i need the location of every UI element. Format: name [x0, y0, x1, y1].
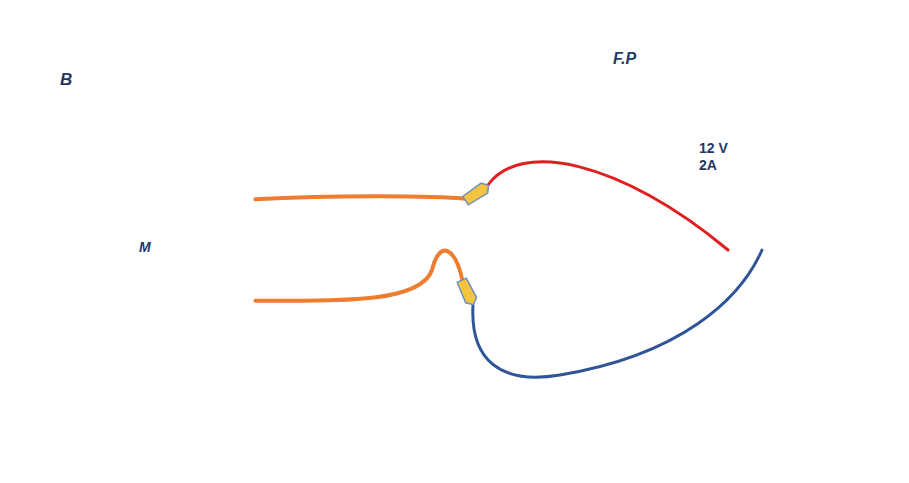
coil-lead [255, 196, 468, 199]
plug-body [462, 180, 492, 205]
red-terminal [721, 243, 735, 257]
part-label: B [60, 70, 72, 90]
coil-lead [255, 251, 463, 301]
power-supply: F.P 12 V 2A [583, 36, 863, 294]
blue-terminal [755, 243, 769, 257]
part-label: F.P [613, 50, 636, 68]
supply-outline [595, 40, 858, 280]
supply-lead [473, 250, 762, 377]
plug-body [456, 278, 478, 308]
supply-front [583, 100, 800, 290]
terminal-panel [712, 235, 780, 263]
connecting-wire [255, 162, 728, 250]
tick-mark [99, 240, 101, 258]
connecting-wire [255, 250, 762, 377]
banana-plug [456, 278, 478, 308]
node-outline [94, 192, 210, 308]
part-label: M [139, 239, 151, 255]
frame-border [3, 3, 906, 479]
magnet-circle [95, 193, 209, 307]
magnet: M [94, 192, 210, 308]
rating-text: 12 V 2A [699, 140, 743, 172]
rating-plate: 12 V 2A [680, 118, 762, 195]
banana-plug [462, 180, 492, 205]
coil: BM [52, 142, 268, 358]
node-outline [52, 142, 268, 358]
coil-ring [55, 145, 265, 355]
